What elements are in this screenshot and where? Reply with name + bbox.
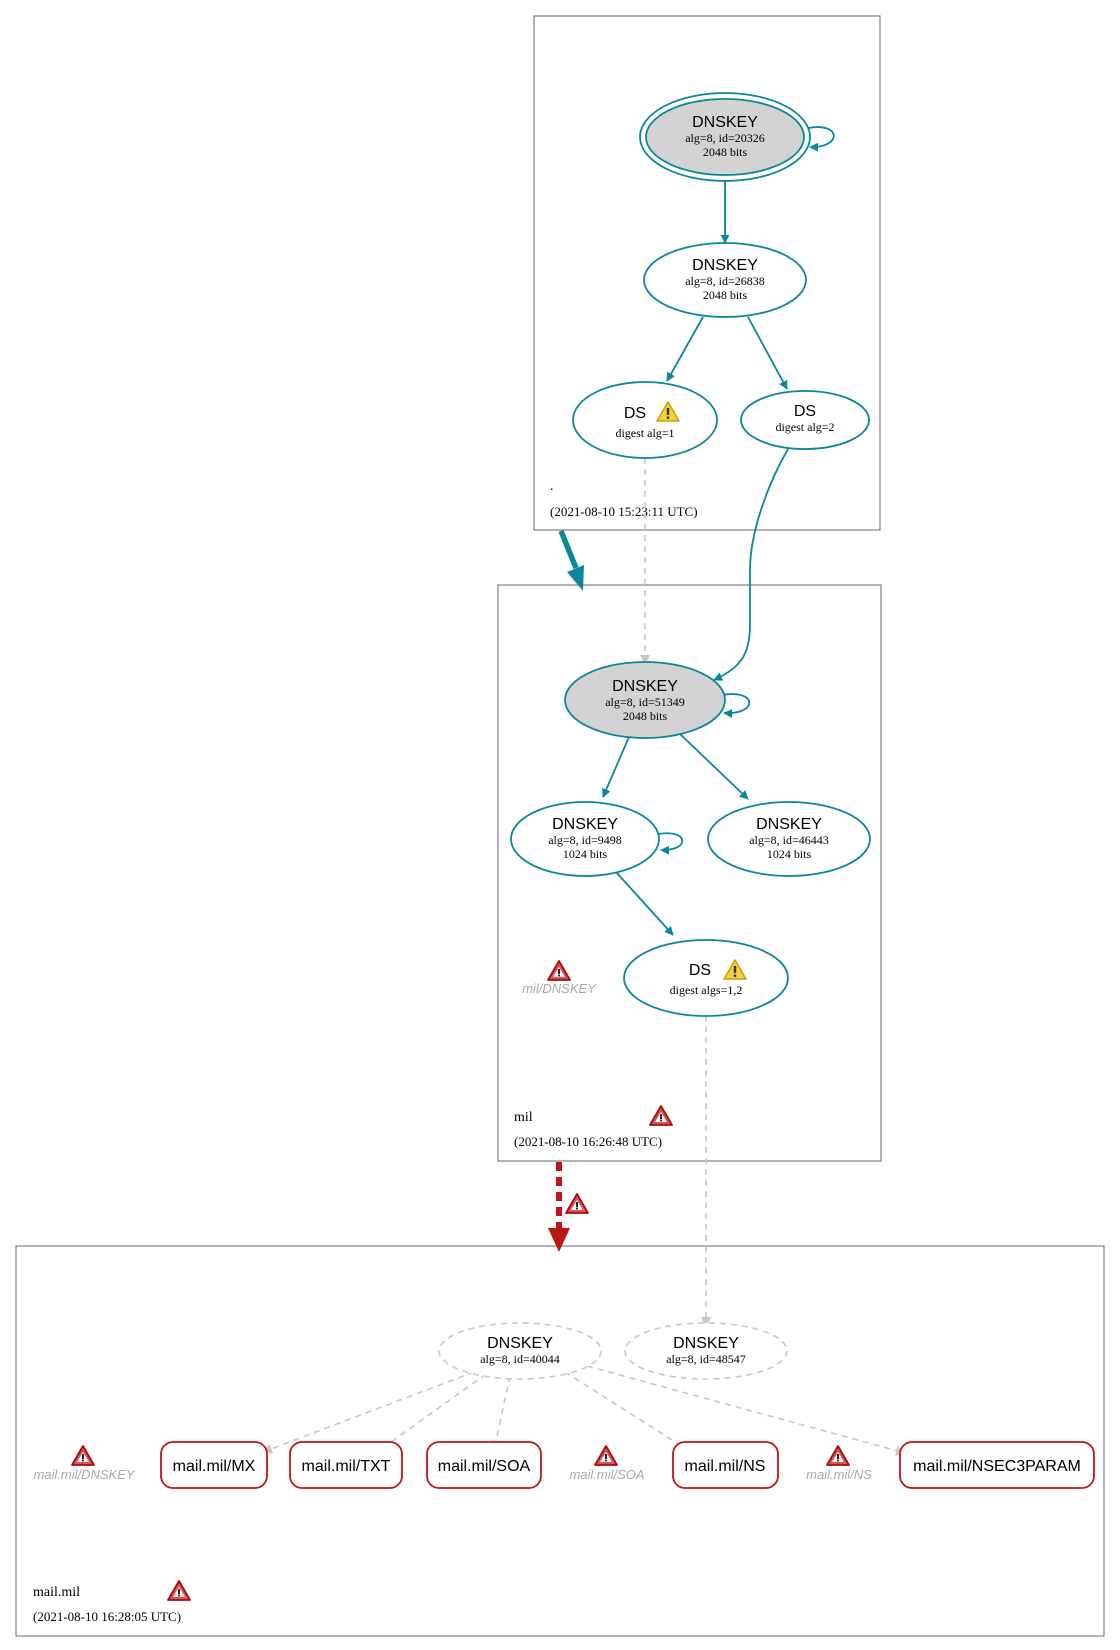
edge-40044-to-nsec3param	[586, 1365, 906, 1456]
delegation-mil-to-mail-mil-arrowhead	[548, 1228, 570, 1252]
node-title: DNSKEY	[487, 1335, 553, 1352]
node-detail: alg=8, id=48547	[666, 1352, 746, 1366]
node-title: DS	[689, 962, 711, 979]
node-detail: digest alg=2	[775, 420, 834, 434]
node-title: DNSKEY	[692, 114, 758, 131]
zone-timestamp-mail-mil: (2021-08-10 16:28:05 UTC)	[33, 1609, 181, 1624]
node-title: DNSKEY	[673, 1335, 739, 1352]
node-detail: alg=8, id=40044	[480, 1352, 560, 1366]
rrset-label: mail.mil/NSEC3PARAM	[913, 1458, 1081, 1475]
node-title: DNSKEY	[552, 816, 618, 833]
node-root-ds-alg2[interactable]: DS digest alg=2	[740, 390, 870, 450]
error-icon	[71, 1445, 95, 1466]
delegation-error-icon	[565, 1193, 589, 1214]
rrset-mail-mil-nsec3param[interactable]: mail.mil/NSEC3PARAM	[899, 1441, 1095, 1489]
rrset-mail-mil-soa[interactable]: mail.mil/SOA	[426, 1441, 542, 1489]
error-icon	[594, 1445, 618, 1466]
zone-name-root: .	[550, 479, 554, 494]
node-detail: 2048 bits	[623, 709, 668, 723]
node-root-ds-alg1[interactable]: DS digest alg=1	[572, 381, 718, 459]
zone-name-mail-mil: mail.mil	[33, 1585, 80, 1600]
error-label: mail.mil/SOA	[569, 1467, 644, 1482]
node-detail: alg=8, id=26838	[685, 274, 765, 288]
edge-root-ds2-to-mil-ksk	[713, 448, 789, 681]
node-detail: 2048 bits	[703, 288, 748, 302]
edge-root-zsk-to-ds1	[666, 316, 704, 382]
edge-40044-to-soa	[491, 1375, 511, 1451]
node-mil-dnskey-46443[interactable]: DNSKEY alg=8, id=46443 1024 bits	[707, 801, 871, 877]
error-node-mail-mil-dnskey[interactable]: mail.mil/DNSKEY	[33, 1445, 136, 1482]
error-icon	[547, 960, 571, 981]
edge-40044-to-mx	[262, 1371, 475, 1454]
rrset-label: mail.mil/TXT	[302, 1458, 391, 1475]
node-detail: 1024 bits	[767, 847, 812, 861]
mil-zone-error-icon	[649, 1105, 673, 1126]
rrset-label: mail.mil/NS	[685, 1458, 766, 1475]
edge-root-ksk-self	[807, 126, 835, 152]
node-detail: alg=8, id=46443	[749, 833, 829, 847]
node-detail: alg=8, id=9498	[548, 833, 622, 847]
node-root-dnskey-26838[interactable]: DNSKEY alg=8, id=26838 2048 bits	[643, 242, 807, 318]
delegation-root-to-mil-arrowhead	[567, 565, 584, 591]
edge-mil-9498-to-ds	[615, 871, 674, 936]
rrset-mail-mil-ns[interactable]: mail.mil/NS	[672, 1441, 779, 1489]
zone-name-mil: mil	[514, 1110, 533, 1125]
error-node-mail-mil-soa[interactable]: mail.mil/SOA	[569, 1445, 645, 1482]
rrset-mail-mil-mx[interactable]: mail.mil/MX	[160, 1441, 268, 1489]
node-detail: alg=8, id=20326	[685, 131, 765, 145]
edge-40044-to-ns	[564, 1371, 689, 1451]
rrset-mail-mil-txt[interactable]: mail.mil/TXT	[289, 1441, 403, 1489]
node-mail-dnskey-40044[interactable]: DNSKEY alg=8, id=40044	[438, 1322, 602, 1380]
error-node-mail-mil-ns[interactable]: mail.mil/NS	[806, 1445, 872, 1482]
node-mil-ds[interactable]: DS digest algs=1,2	[623, 939, 789, 1017]
edge-mil-9498-self	[657, 832, 684, 855]
zone-timestamp-mil: (2021-08-10 16:26:48 UTC)	[514, 1134, 662, 1149]
node-detail: digest alg=1	[615, 426, 674, 440]
node-title: DS	[624, 405, 646, 422]
node-mil-dnskey-9498[interactable]: DNSKEY alg=8, id=9498 1024 bits	[510, 801, 660, 877]
node-mail-dnskey-48547[interactable]: DNSKEY alg=8, id=48547	[624, 1322, 788, 1380]
zone-box-root	[533, 15, 881, 531]
error-node-mil-dnskey[interactable]: mil/DNSKEY	[522, 960, 597, 996]
node-root-dnskey-20326[interactable]: DNSKEY alg=8, id=20326 2048 bits	[639, 92, 811, 182]
zone-box-mail-mil	[15, 1245, 1105, 1637]
error-label: mail.mil/DNSKEY	[33, 1467, 135, 1482]
edge-mil-ksk-to-9498	[602, 736, 630, 798]
node-mil-dnskey-51349[interactable]: DNSKEY alg=8, id=51349 2048 bits	[564, 661, 726, 739]
error-icon	[826, 1445, 850, 1466]
node-title: DNSKEY	[612, 678, 678, 695]
zone-box-mil	[497, 584, 882, 1162]
node-detail: alg=8, id=51349	[605, 695, 685, 709]
rrset-label: mail.mil/MX	[173, 1458, 256, 1475]
node-title: DNSKEY	[692, 257, 758, 274]
node-detail: 2048 bits	[703, 145, 748, 159]
error-label: mil/DNSKEY	[522, 981, 597, 996]
edge-mil-ksk-self	[721, 693, 751, 718]
delegation-root-to-mil	[558, 529, 579, 570]
edge-40044-to-txt	[379, 1373, 487, 1451]
edge-root-zsk-to-ds2	[747, 316, 788, 390]
node-title: DS	[794, 403, 816, 420]
zone-timestamp-root: (2021-08-10 15:23:11 UTC)	[550, 504, 698, 519]
rrset-label: mail.mil/SOA	[438, 1458, 531, 1475]
error-label: mail.mil/NS	[806, 1467, 872, 1482]
edge-mil-ksk-to-46443	[679, 733, 749, 800]
node-detail: digest algs=1,2	[670, 983, 743, 997]
mail-mil-zone-error-icon	[167, 1580, 191, 1601]
node-detail: 1024 bits	[563, 847, 608, 861]
node-title: DNSKEY	[756, 816, 822, 833]
